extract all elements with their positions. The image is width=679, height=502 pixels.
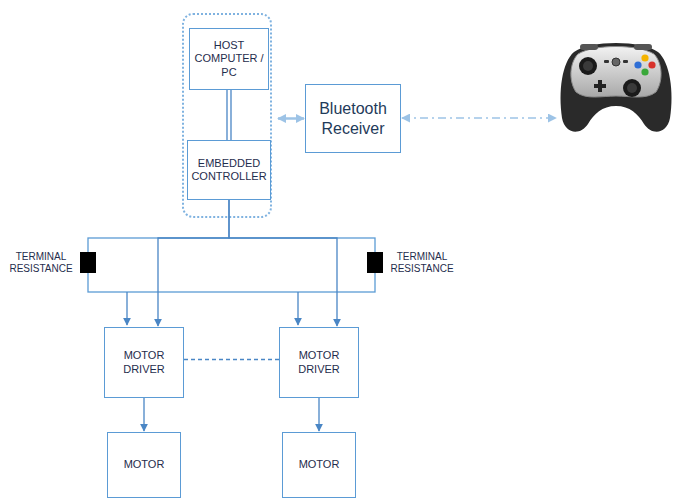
- d-pad: [594, 80, 606, 92]
- thumb-stick: [579, 57, 597, 75]
- box-label: Bluetooth Receiver: [306, 99, 400, 137]
- select-button: [604, 60, 609, 63]
- gamepad-body: [571, 47, 661, 98]
- logo-button: [612, 58, 620, 66]
- receiver-box: Bluetooth Receiver: [305, 84, 401, 153]
- bus-frame: [88, 238, 375, 292]
- process-box: HOST COMPUTER / PC: [189, 28, 269, 90]
- connector: [184, 359, 279, 360]
- thumb-stick: [583, 61, 593, 71]
- box-label: MOTOR: [299, 458, 340, 471]
- terminal-resistor: [80, 252, 96, 273]
- gamepad-illustration: [561, 43, 672, 132]
- box-label: MOTOR DRIVER: [280, 349, 358, 375]
- shoulder-button: [634, 44, 652, 50]
- face-button: [634, 61, 641, 68]
- start-button: [623, 60, 628, 63]
- connector: [318, 398, 319, 431]
- connector: [158, 200, 229, 326]
- gamepad-grip: [561, 43, 672, 132]
- face-button: [641, 68, 648, 75]
- group-outline: [183, 14, 271, 217]
- box-label: EMBEDDED CONTROLLER: [188, 157, 270, 183]
- terminal-label: TERMINAL RESISTANCE: [4, 251, 78, 275]
- bus-drop-line: [297, 292, 298, 325]
- box-label: MOTOR: [124, 458, 165, 471]
- connector: [143, 398, 144, 431]
- thumb-stick: [623, 79, 641, 97]
- driver-box: MOTOR DRIVER: [279, 327, 359, 398]
- driver-box: MOTOR DRIVER: [104, 327, 184, 398]
- thumb-stick: [627, 83, 637, 93]
- motor-box: MOTOR: [107, 432, 181, 498]
- face-button: [648, 61, 655, 68]
- connector: [278, 117, 304, 120]
- box-label: MOTOR DRIVER: [105, 349, 183, 375]
- bus-drop-line: [126, 292, 127, 325]
- connector: [229, 200, 337, 326]
- connector: [227, 90, 231, 140]
- terminal-label: TERMINAL RESISTANCE: [386, 251, 458, 275]
- process-box: EMBEDDED CONTROLLER: [187, 140, 271, 200]
- face-button: [641, 54, 648, 61]
- box-label: HOST COMPUTER / PC: [190, 39, 268, 79]
- wireless-link: [402, 117, 556, 119]
- terminal-resistor: [367, 252, 383, 273]
- motor-box: MOTOR: [282, 432, 356, 498]
- shoulder-button: [580, 44, 598, 50]
